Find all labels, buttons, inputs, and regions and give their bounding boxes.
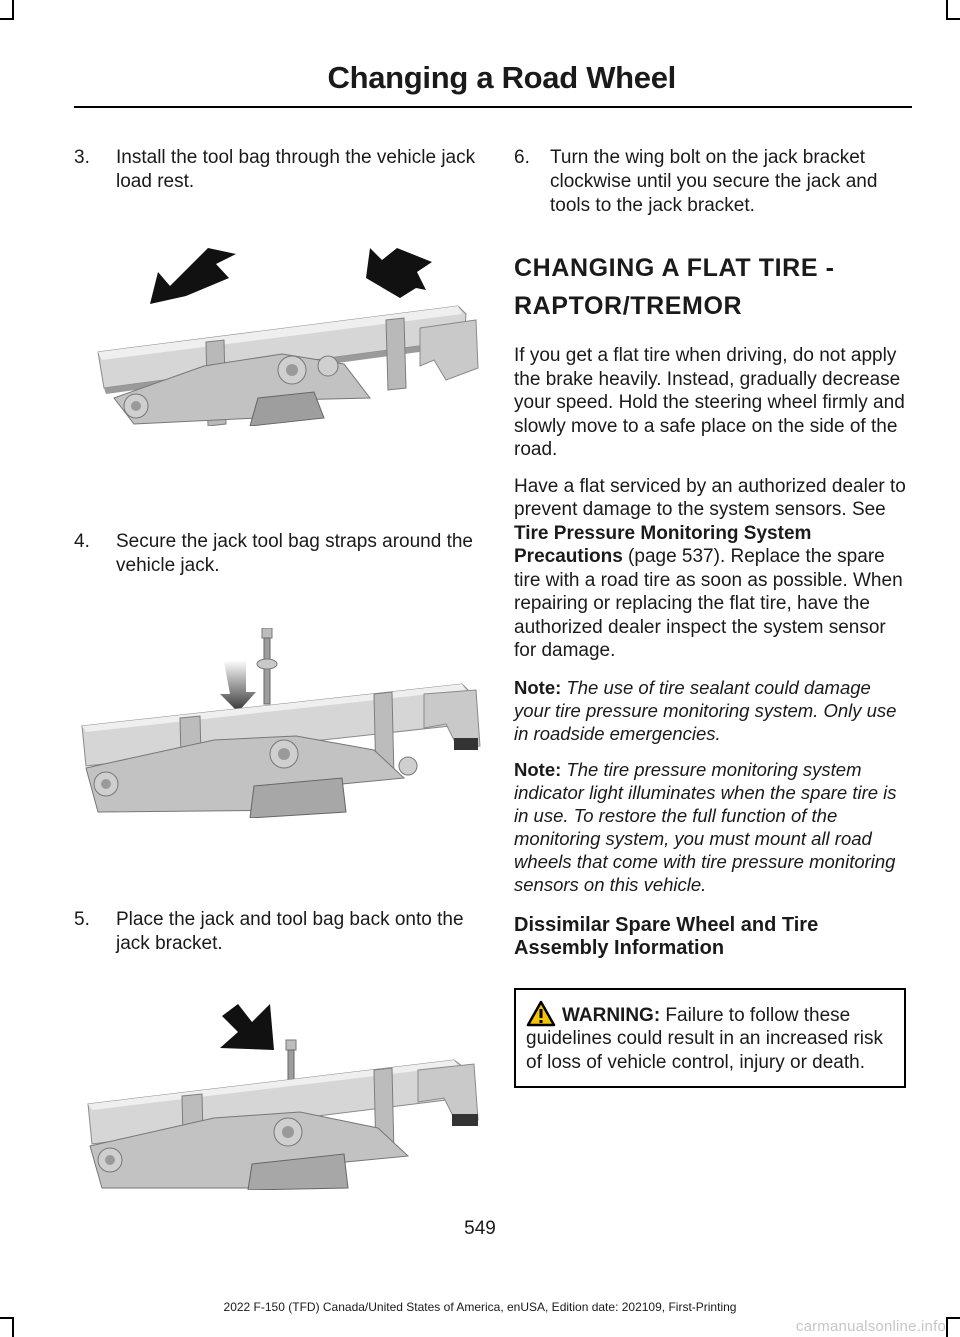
step-3: 3. Install the tool bag through the vehi… xyxy=(74,146,482,194)
step-6: 6. Turn the wing bolt on the jack bracke… xyxy=(514,146,908,218)
warning-text: Failure to follow these guidelines could… xyxy=(526,1004,883,1073)
cross-reference-link[interactable]: Tire Pressure Monitoring System Precauti… xyxy=(514,522,812,568)
step-number: 4. xyxy=(74,531,90,552)
section-heading-line1: CHANGING A FLAT TIRE - xyxy=(514,254,835,282)
crop-mark xyxy=(946,1317,960,1319)
page-title: Changing a Road Wheel xyxy=(327,60,677,95)
jack-illustration xyxy=(81,628,481,818)
figure-tool-bag-load-rest xyxy=(74,248,482,426)
warning-triangle-icon xyxy=(526,1000,556,1026)
step-5: 5. Place the jack and tool bag back onto… xyxy=(74,908,482,956)
left-column: 3. Install the tool bag through the vehi… xyxy=(74,146,482,1190)
arrow-icon xyxy=(220,660,256,712)
paragraph-flat-tire-driving: If you get a flat tire when driving, do … xyxy=(514,345,905,460)
crop-mark xyxy=(946,0,948,20)
section-heading-line2: RAPTOR/TREMOR xyxy=(514,292,743,320)
figure-jack-on-bracket xyxy=(74,994,482,1190)
figure-tool-bag-straps xyxy=(74,628,482,818)
crop-mark xyxy=(12,0,14,20)
footer-edition: 2022 F-150 (TFD) Canada/United States of… xyxy=(223,1300,737,1314)
step-text: Turn the wing bolt on the jack bracket c… xyxy=(550,147,878,216)
crop-mark xyxy=(946,1317,948,1337)
crop-mark xyxy=(12,1317,14,1337)
jack-illustration xyxy=(87,1004,479,1190)
header-rule xyxy=(74,106,912,108)
crop-mark xyxy=(0,18,14,20)
crop-mark xyxy=(0,1317,14,1319)
step-text: Place the jack and tool bag back onto th… xyxy=(116,909,464,954)
step-4: 4. Secure the jack tool bag straps aroun… xyxy=(74,530,482,578)
page-number: 549 xyxy=(464,1218,496,1239)
step-number: 5. xyxy=(74,909,90,930)
arrow-icon xyxy=(366,248,432,298)
step-text: Install the tool bag through the vehicle… xyxy=(116,147,476,192)
step-number: 6. xyxy=(514,147,530,168)
watermark: carmanualsonline.info xyxy=(795,1318,946,1335)
jack-illustration xyxy=(97,248,479,426)
warning-box: WARNING: Failure to follow these guideli… xyxy=(514,987,906,1088)
note-tire-sealant: Note: The use of tire sealant could dama… xyxy=(514,676,897,744)
note-label: Note: xyxy=(514,758,562,780)
note-label: Note: xyxy=(514,676,562,698)
right-column: 6. Turn the wing bolt on the jack bracke… xyxy=(514,146,908,1088)
warning-label: WARNING: xyxy=(562,1004,661,1026)
paragraph-flat-serviced: Have a flat serviced by an authorized de… xyxy=(514,475,906,662)
note-tpms-indicator: Note: The tire pressure monitoring syste… xyxy=(514,758,897,895)
section-heading: CHANGING A FLAT TIRE - RAPTOR/TREMOR xyxy=(514,250,908,324)
arrow-icon xyxy=(150,248,236,304)
subheading: Dissimilar Spare Wheel and Tire Assembly… xyxy=(514,913,819,959)
crop-mark xyxy=(946,18,960,20)
arrow-icon xyxy=(220,1004,274,1050)
step-number: 3. xyxy=(74,147,90,168)
step-text: Secure the jack tool bag straps around t… xyxy=(116,531,474,576)
